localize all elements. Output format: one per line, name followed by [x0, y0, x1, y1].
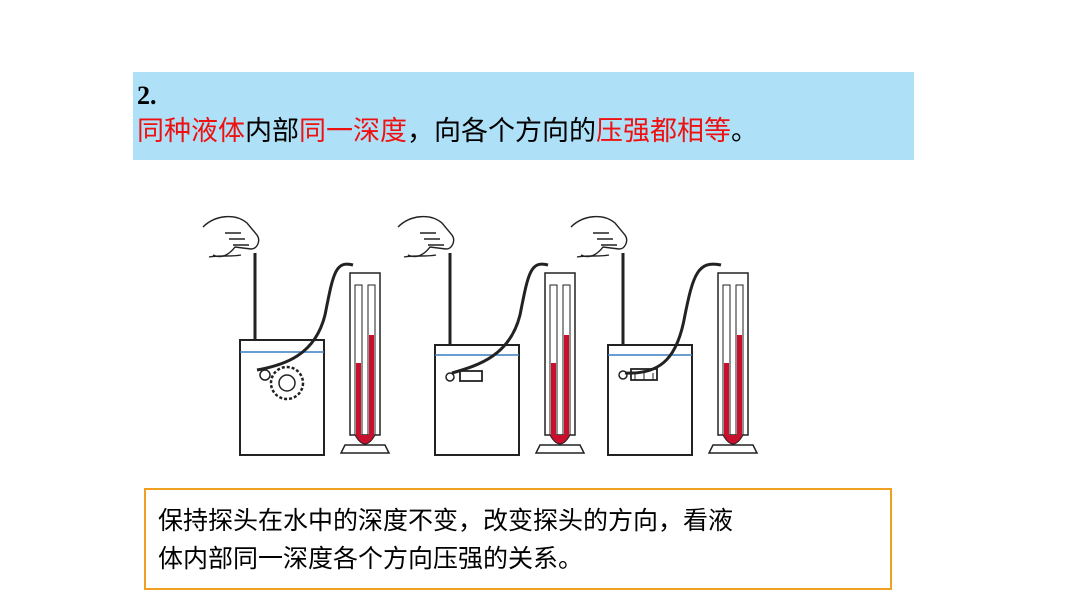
- setup-2: [397, 216, 586, 456]
- instruction-line-1: 保持探头在水中的深度不变，改变探头的方向，看液: [158, 506, 734, 535]
- manometer-base: [339, 444, 391, 454]
- u-tube-manometer: [339, 272, 391, 454]
- hand-icon: [397, 216, 455, 258]
- statement-part-pressure-equal: 压强都相等: [596, 116, 731, 147]
- instruction-line-2: 体内部同一深度各个方向压强的关系。: [158, 544, 584, 573]
- water-container: [607, 344, 693, 456]
- left-liquid-column: [356, 363, 361, 435]
- principle-statement: 同种液体内部同一深度，向各个方向的压强都相等。: [137, 112, 910, 152]
- right-liquid-column: [737, 335, 742, 435]
- statement-part-inside: 内部: [245, 116, 299, 147]
- left-liquid-column: [724, 363, 729, 435]
- probe-head-side: [259, 365, 305, 401]
- setup-3: [570, 216, 759, 456]
- right-liquid-column: [564, 335, 569, 435]
- pressure-experiment-illustration: [202, 216, 759, 456]
- statement-part-same-liquid: 同种液体: [137, 116, 245, 147]
- rubber-tube: [451, 262, 549, 375]
- rubber-tube: [624, 262, 722, 375]
- hand-icon: [202, 216, 260, 258]
- instruction-box: 保持探头在水中的深度不变，改变探头的方向，看液 体内部同一深度各个方向压强的关系…: [144, 488, 892, 590]
- right-liquid-column: [369, 335, 374, 435]
- statement-banner: 2. 同种液体内部同一深度，向各个方向的压强都相等。: [133, 72, 914, 160]
- water-container: [434, 344, 520, 456]
- u-tube-manometer: [534, 272, 586, 454]
- statement-part-same-depth: 同一深度: [299, 116, 407, 147]
- item-number: 2.: [137, 81, 157, 110]
- hand-icon: [570, 216, 628, 258]
- left-liquid-column: [551, 363, 556, 435]
- statement-part-period: 。: [731, 116, 758, 147]
- probe-head-up: [445, 370, 483, 382]
- manometer-base: [534, 444, 586, 454]
- u-tube-manometer: [707, 272, 759, 454]
- manometer-base: [707, 444, 759, 454]
- statement-part-all-directions: ，向各个方向的: [407, 116, 596, 147]
- setup-1: [202, 216, 391, 456]
- rubber-tube: [256, 262, 354, 372]
